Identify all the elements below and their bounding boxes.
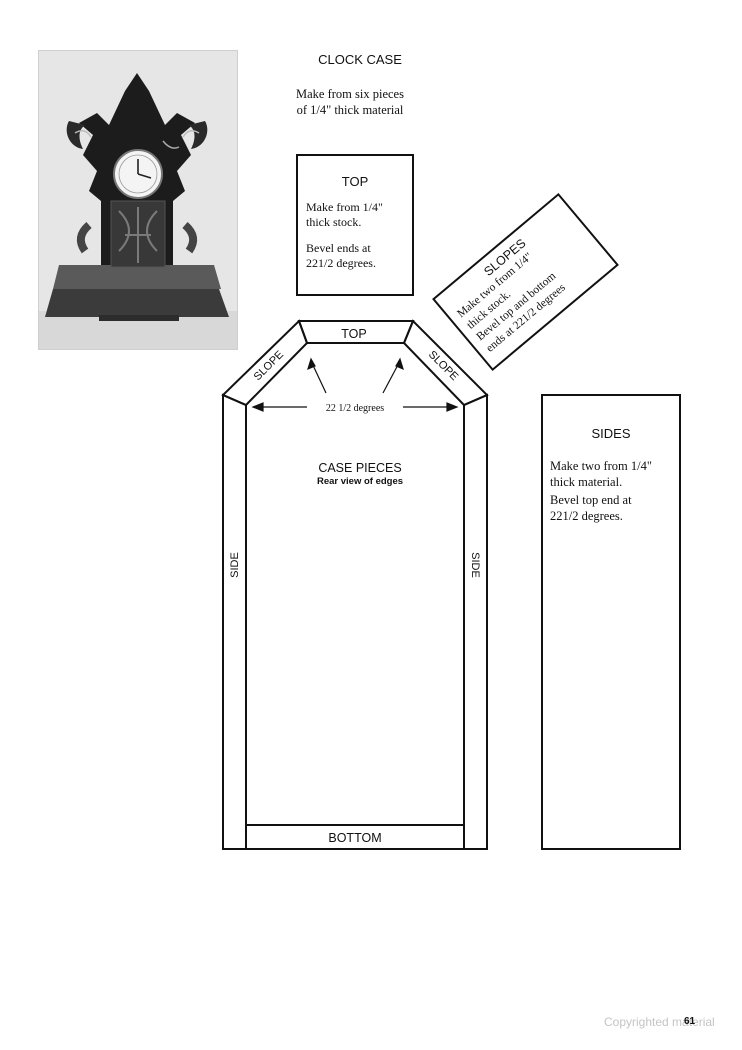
page-title: CLOCK CASE — [318, 52, 402, 67]
top-piece-line-3: Bevel ends at — [306, 241, 371, 255]
case-pieces-diagram: TOP SLOPE SLOPE SIDE SIDE BOTTOM 22 1/2 … — [221, 319, 489, 850]
right-side-outline — [463, 393, 488, 850]
arrow-head-left-up — [307, 357, 316, 371]
label-slope-left: SLOPE — [252, 349, 286, 383]
top-piece-line-1: Make from 1/4" — [306, 200, 383, 214]
label-side-left: SIDE — [229, 552, 241, 578]
top-piece-bevel: Bevel ends at 221/2 degrees. — [306, 241, 412, 271]
sides-piece-heading: SIDES — [591, 426, 631, 441]
sides-piece-instructions: Make two from 1/4" thick material. — [550, 458, 679, 490]
intro-line-1: Make from six pieces — [296, 87, 404, 101]
label-side-right: SIDE — [469, 552, 481, 578]
sides-piece-bevel: Bevel top end at 221/2 degrees. — [550, 492, 679, 524]
bottom-piece-outline — [245, 824, 465, 850]
intro-text: Make from six pieces of 1/4" thick mater… — [270, 86, 430, 118]
page-number: 61 — [684, 1016, 696, 1027]
top-piece-box: TOP Make from 1/4" thick stock. Bevel en… — [296, 154, 414, 296]
top-piece-line-4: 221/2 degrees. — [306, 256, 376, 270]
intro-line-2: of 1/4" thick material — [296, 103, 404, 117]
label-top: TOP — [341, 327, 366, 341]
arrow-head-left — [251, 402, 264, 412]
sides-piece-line-2: thick material. — [550, 475, 623, 489]
top-piece-heading: TOP — [341, 174, 369, 189]
angle-label: 22 1/2 degrees — [326, 403, 384, 414]
copyright-watermark: Copyrighted material — [604, 1015, 715, 1029]
sides-piece-box: SIDES Make two from 1/4" thick material.… — [541, 394, 681, 850]
sides-piece-line-4: 221/2 degrees. — [550, 509, 623, 523]
top-piece-line-2: thick stock. — [306, 215, 362, 229]
sides-piece-line-3: Bevel top end at — [550, 493, 632, 507]
sides-piece-line-1: Make two from 1/4" — [550, 459, 652, 473]
left-side-outline — [222, 393, 247, 850]
clock-photo — [38, 50, 238, 350]
arrow-head-right-up — [395, 357, 404, 371]
case-pieces-title: CASE PIECES — [318, 461, 402, 475]
top-piece-instructions: Make from 1/4" thick stock. — [306, 200, 412, 230]
arrow-head-right — [446, 402, 459, 412]
label-slope-right: SLOPE — [426, 349, 460, 383]
case-pieces-subtitle: Rear view of edges — [316, 476, 404, 487]
label-bottom: BOTTOM — [328, 831, 381, 845]
